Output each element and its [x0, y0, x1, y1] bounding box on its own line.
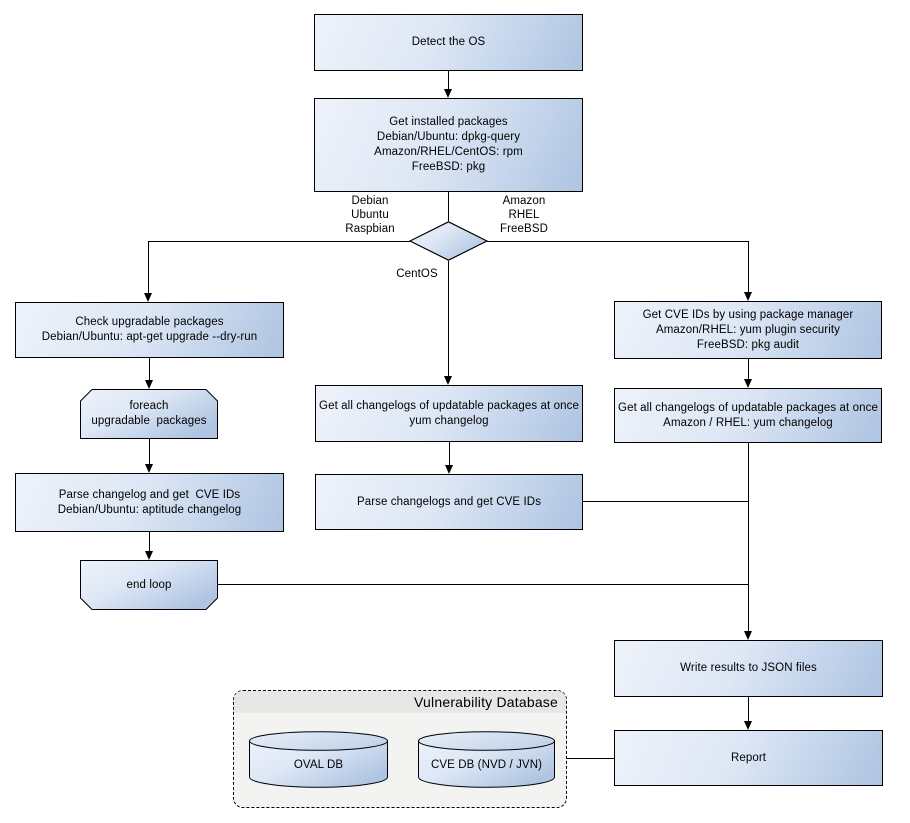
cve-db-label: CVE DB (NVD / JVN) [430, 759, 543, 771]
vulndb-header: Vulnerability Database [234, 691, 566, 713]
connector-parse-to-endloop [149, 532, 150, 551]
node-get-changelogs-centos: Get all changelogs of updatable packages… [315, 385, 583, 442]
cylinder-shape [418, 731, 555, 788]
arrowhead [444, 89, 452, 98]
arrowhead [744, 379, 752, 388]
connector-check-to-foreach [149, 358, 150, 380]
connector-decision-left [148, 241, 410, 242]
connector-centos-branch-down [448, 261, 449, 376]
arrowhead [744, 292, 752, 301]
branch-label-centos: CentOS [396, 268, 438, 280]
node-report: Report [614, 730, 883, 786]
node-parse-changelogs: Parse changelogs and get CVE IDs [315, 474, 583, 530]
diamond-shape [409, 221, 488, 261]
connector-endloop-to-main [218, 584, 748, 585]
connector-parsechangelogs-to-main [583, 501, 748, 502]
connector-right-branch-down [748, 241, 749, 292]
node-get-changelogs-rhel-label: Get all changelogs of updatable packages… [618, 401, 878, 429]
arrowhead [744, 631, 752, 640]
connector-detect-to-installed [448, 71, 449, 90]
node-get-installed-packages: Get installed packages Debian/Ubuntu: dp… [314, 98, 583, 192]
connector-main-to-write [748, 443, 749, 631]
node-parse-changelog-debian: Parse changelog and get CVE IDs Debian/U… [15, 473, 284, 532]
connector-installed-to-decision [448, 192, 449, 221]
connector-cveids-to-changelogs [748, 359, 749, 379]
connector-vulndb-to-report [567, 758, 614, 759]
branch-label-amazon: Amazon RHEL FreeBSD [500, 195, 548, 235]
node-write-results-json-label: Write results to JSON files [680, 662, 817, 674]
connector-left-branch-down [148, 241, 149, 293]
node-end-loop-label: end loop [126, 578, 172, 591]
node-get-installed-packages-label: Get installed packages Debian/Ubuntu: dp… [374, 116, 523, 173]
vulnerability-database-container: Vulnerability Database OVAL DB CVE DB (N… [233, 690, 567, 808]
cylinder-shape [249, 731, 388, 788]
arrowhead [144, 293, 152, 302]
node-parse-changelogs-label: Parse changelogs and get CVE IDs [356, 495, 542, 508]
node-parse-changelog-debian-label: Parse changelog and get CVE IDs Debian/U… [57, 488, 242, 516]
node-report-label: Report [730, 751, 767, 764]
connector-changelogs-to-parse-mid [449, 442, 450, 465]
node-get-changelogs-rhel: Get all changelogs of updatable packages… [614, 388, 882, 443]
loop-end-shape [80, 560, 218, 610]
arrowhead [444, 376, 452, 385]
node-check-upgradable-packages-label: Check upgradable packages Debian/Ubuntu:… [41, 316, 258, 343]
node-foreach-loop-label: foreach upgradable packages [91, 400, 207, 427]
database-cylinder-oval: OVAL DB [249, 731, 388, 788]
connector-write-to-report [748, 697, 749, 721]
connector-foreach-to-parse [149, 439, 150, 464]
node-get-cve-ids-package-manager: Get CVE IDs by using package manager Ama… [614, 301, 882, 359]
decision-os-branch [409, 221, 488, 261]
loop-start-shape [80, 389, 218, 439]
oval-db-label: OVAL DB [293, 759, 344, 771]
arrowhead [445, 465, 453, 474]
node-detect-os-label: Detect the OS [411, 36, 486, 48]
node-end-loop: end loop [80, 560, 218, 610]
arrowhead [145, 551, 153, 560]
arrowhead [744, 721, 752, 730]
node-write-results-json: Write results to JSON files [614, 640, 883, 697]
connector-decision-right [487, 241, 748, 242]
database-cylinder-cve: CVE DB (NVD / JVN) [418, 731, 555, 788]
node-get-cve-ids-package-manager-label: Get CVE IDs by using package manager Ama… [642, 308, 854, 351]
node-detect-os: Detect the OS [314, 14, 583, 71]
node-foreach-loop: foreach upgradable packages [80, 389, 218, 439]
node-get-changelogs-centos-label: Get all changelogs of updatable packages… [319, 399, 579, 427]
arrowhead [145, 380, 153, 389]
vulndb-title: Vulnerability Database [414, 694, 558, 710]
node-check-upgradable-packages: Check upgradable packages Debian/Ubuntu:… [15, 302, 284, 358]
arrowhead [145, 464, 153, 473]
branch-label-debian: Debian Ubuntu Raspbian [345, 195, 395, 235]
